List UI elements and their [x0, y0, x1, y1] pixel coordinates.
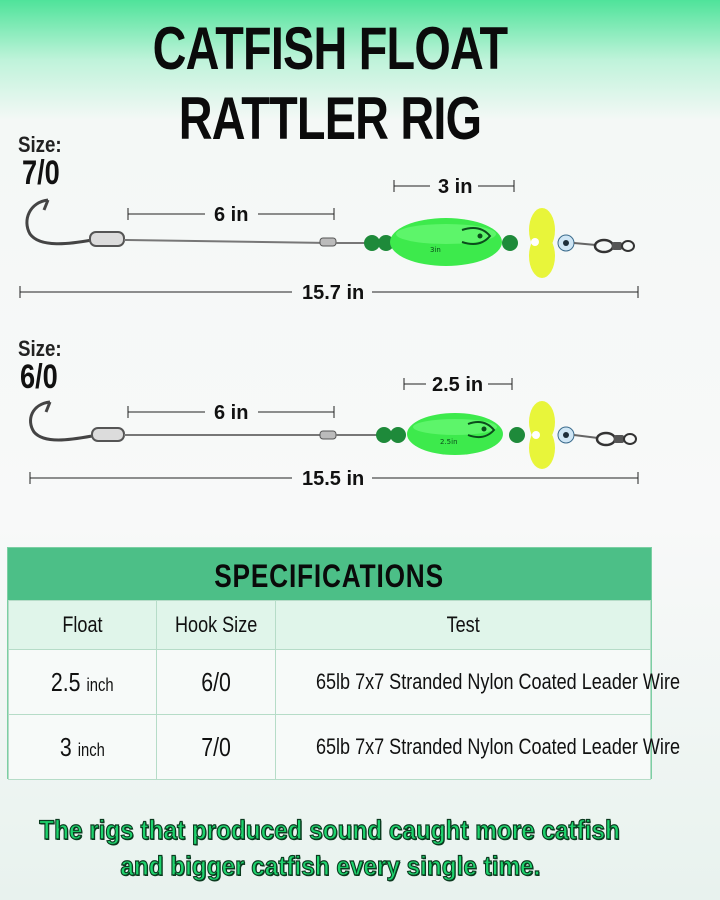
rattle-icon	[529, 208, 555, 278]
float-print: 3in	[430, 246, 441, 254]
bead	[378, 235, 394, 251]
hook-size-cell: 6/0	[156, 649, 276, 715]
footer-line-2: and bigger catfish every single time.	[119, 850, 540, 881]
bead	[509, 427, 525, 443]
total-length-label: 15.5 in	[302, 468, 365, 490]
rattle-icon	[529, 401, 555, 469]
float-print: 2.5in	[440, 438, 458, 446]
column-header-float: Float	[8, 600, 157, 650]
total-length-label: 15.7 in	[302, 282, 365, 304]
size-label: Size:	[18, 336, 62, 361]
leader-length-label: 6 in	[214, 402, 249, 424]
float-length-label: 2.5 in	[432, 374, 484, 396]
bead	[502, 235, 518, 251]
footer-line-1: The rigs that produced sound caught more…	[39, 814, 621, 845]
rig-6-0: Size: 6/0 2.5in	[0, 332, 660, 512]
table-row: 2.5 inch 6/0 65lb 7x7 Stranded Nylon Coa…	[8, 649, 680, 715]
swivel-icon	[595, 431, 637, 447]
float-length-label: 3 in	[438, 176, 473, 198]
float-cell: 2.5 inch	[8, 649, 157, 715]
bead	[390, 427, 406, 443]
table-row: 3 inch 7/0 65lb 7x7 Stranded Nylon Coate…	[8, 714, 680, 780]
crimp-sleeve	[89, 231, 125, 247]
float-cell: 3 inch	[8, 714, 157, 780]
size-value: 6/0	[20, 358, 58, 396]
size-value: 7/0	[22, 154, 60, 192]
float-icon	[407, 413, 503, 455]
footer-tagline: The rigs that produced sound caught more…	[0, 812, 660, 884]
bead	[376, 427, 392, 443]
specifications-table: SPECIFICATIONS Float Hook Size Test 2.5 …	[7, 547, 680, 780]
float-icon	[390, 218, 502, 266]
column-header-test: Test	[275, 600, 651, 650]
hook-icon	[29, 400, 93, 442]
crimp-sleeve	[91, 427, 125, 442]
leader-length-label: 6 in	[214, 204, 249, 226]
leader-wire	[123, 239, 331, 244]
page-title: CATFISH FLOAT RATTLER RIG	[152, 15, 508, 152]
rig-illustration: 2.5in	[29, 378, 639, 484]
swivel-icon	[593, 238, 635, 254]
bead	[364, 235, 380, 251]
test-cell: 65lb 7x7 Stranded Nylon Coated Leader Wi…	[275, 714, 680, 780]
column-header-hook-size: Hook Size	[156, 600, 276, 650]
hook-icon	[25, 198, 93, 246]
specifications-heading: SPECIFICATIONS	[8, 548, 651, 600]
hook-size-cell: 7/0	[156, 714, 276, 780]
rig-illustration: 3in	[19, 180, 639, 298]
test-cell: 65lb 7x7 Stranded Nylon Coated Leader Wi…	[275, 649, 680, 715]
size-label: Size:	[18, 132, 62, 157]
rig-7-0: Size: 7/0 3in	[0, 130, 660, 310]
